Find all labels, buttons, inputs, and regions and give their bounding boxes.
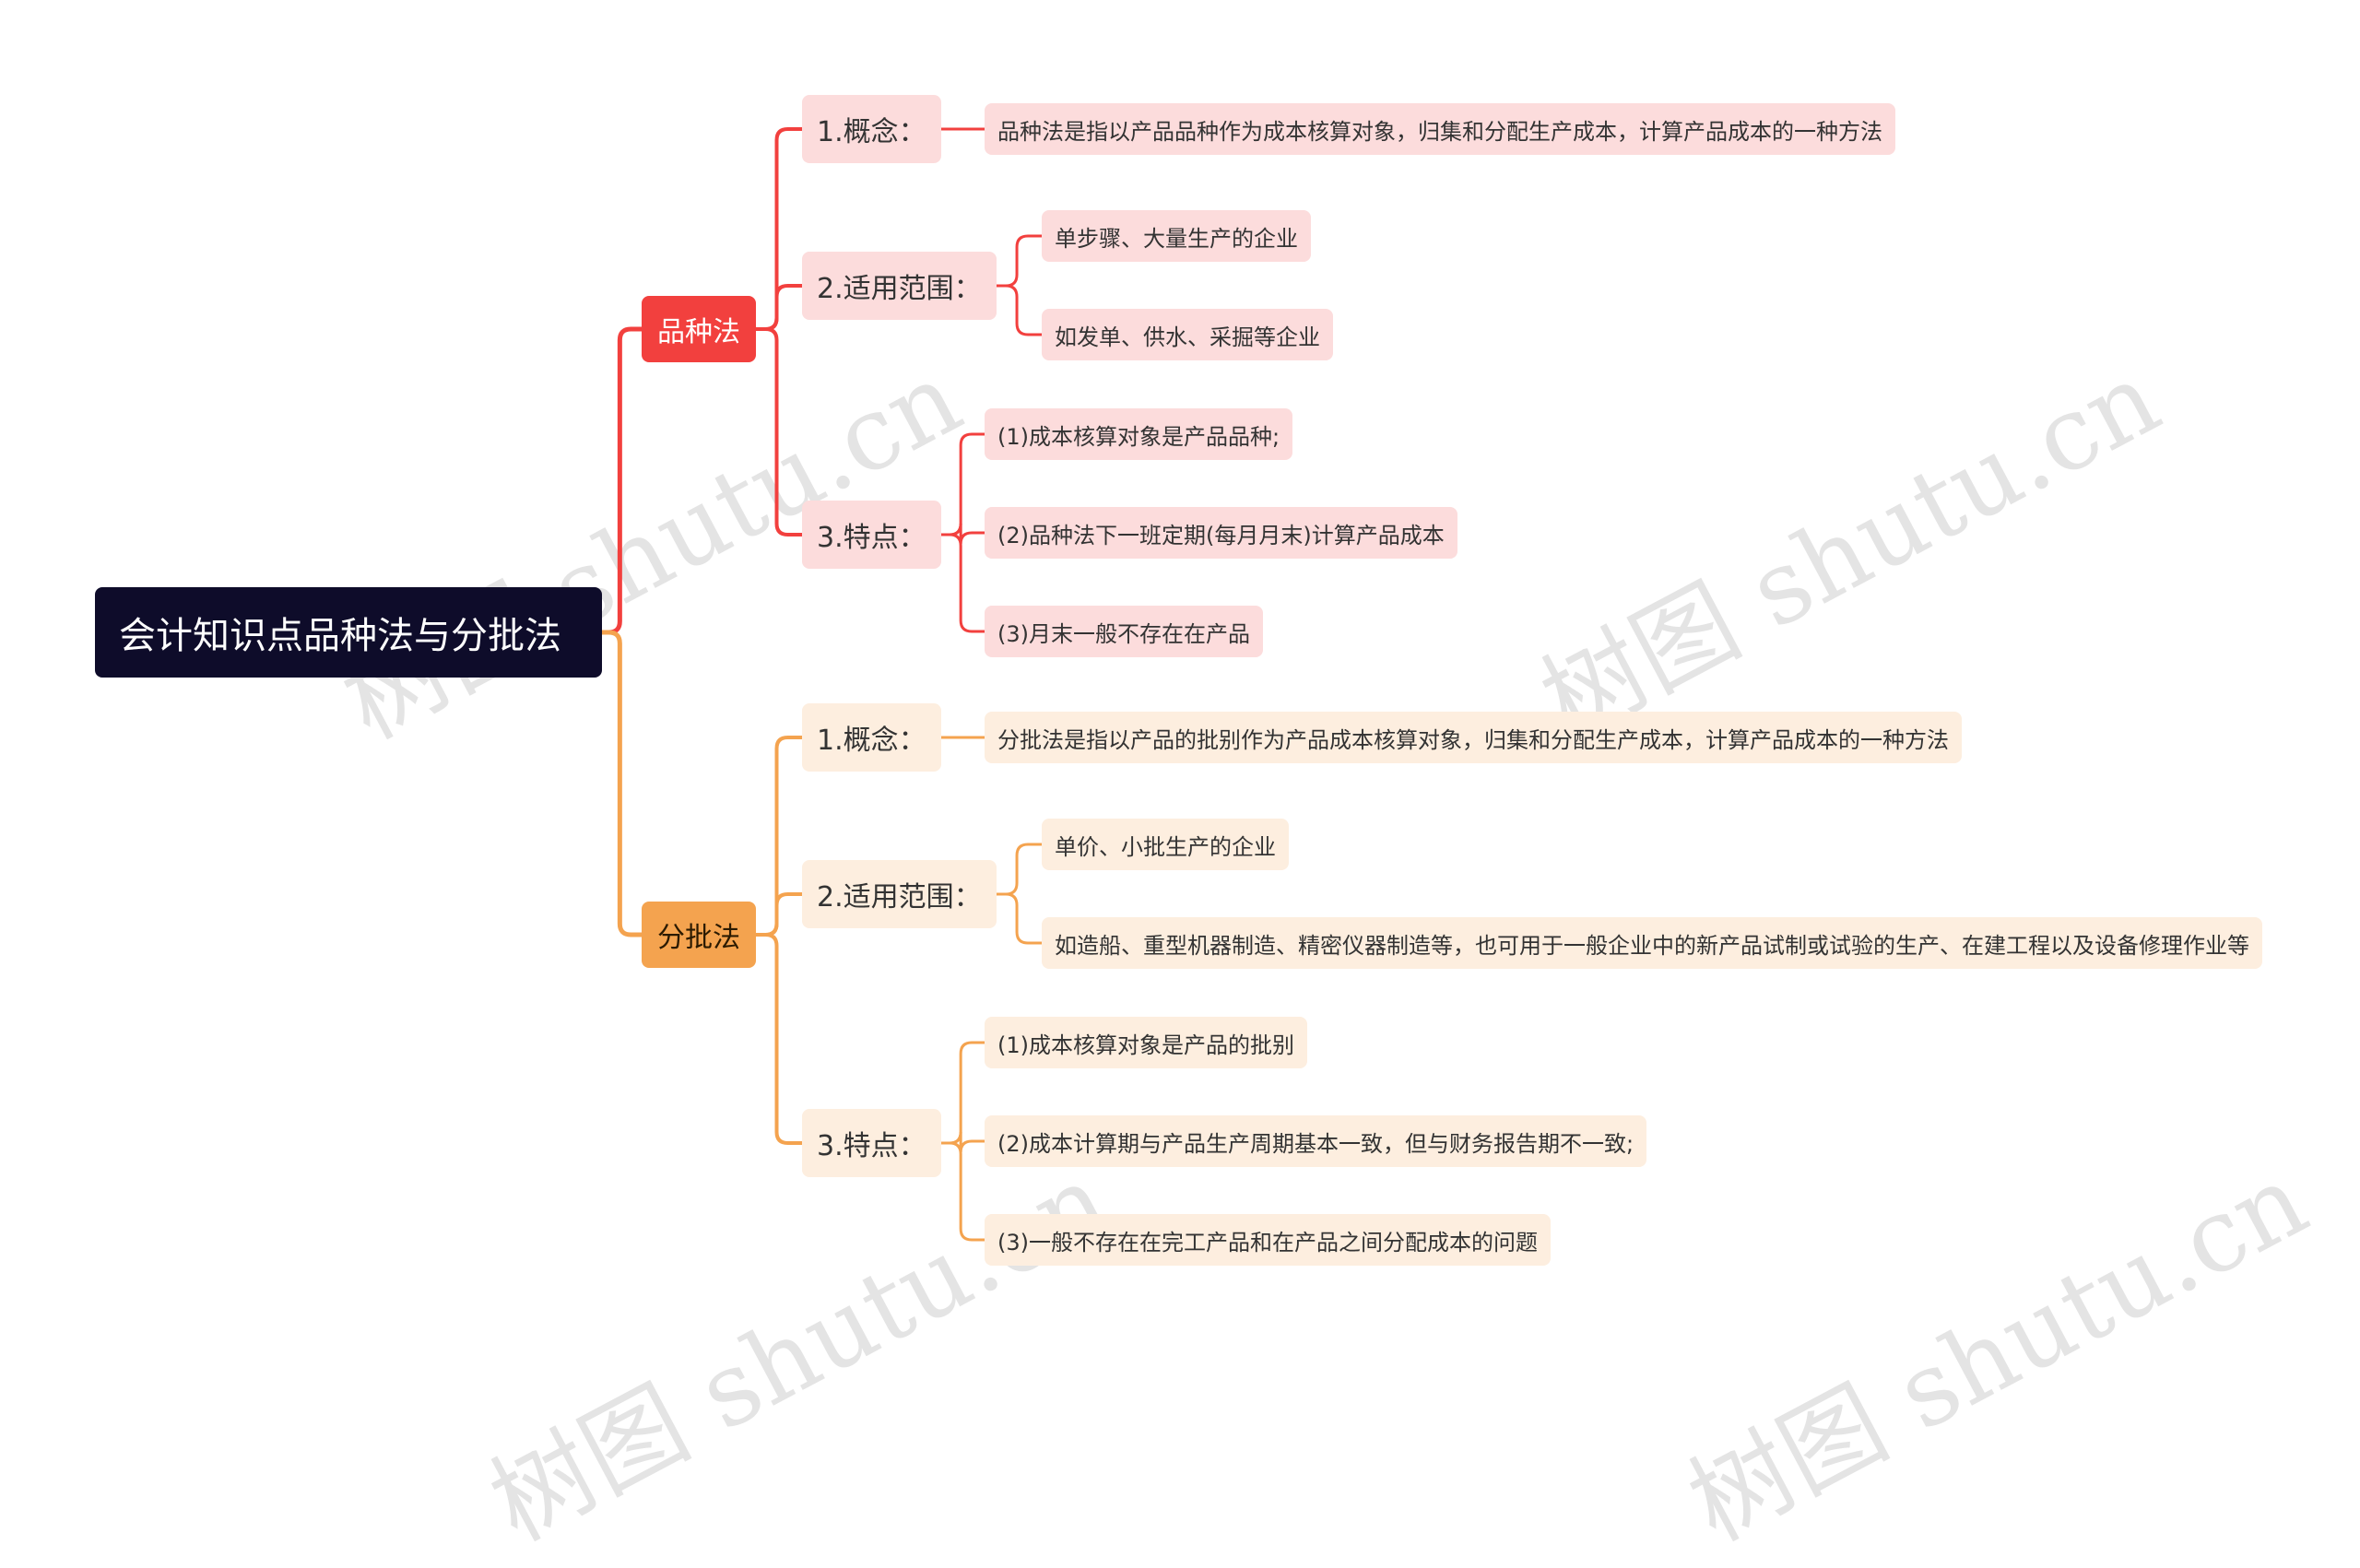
- connector-batch-feature-3: [939, 1141, 986, 1242]
- connector-batch-concept: [754, 736, 804, 937]
- branch-batch-method[interactable]: 分批法: [642, 902, 756, 968]
- batch-feature-3[interactable]: (3)一般不存在在完工产品和在产品之间分配成本的问题: [985, 1214, 1551, 1266]
- leaf-label: (3)一般不存在在完工产品和在产品之间分配成本的问题: [997, 1229, 1538, 1256]
- batch-features-topic[interactable]: 3.特点：: [802, 1109, 941, 1177]
- root-topic[interactable]: 会计知识点品种法与分批法: [95, 587, 602, 678]
- subtopic-label: 3.特点：: [817, 1130, 926, 1162]
- connector-batch-features: [754, 933, 804, 1145]
- batch-scope-topic[interactable]: 2.适用范围：: [802, 860, 997, 928]
- leaf-label: 分批法是指以产品的批别作为产品成本核算对象，归集和分配生产成本，计算产品成本的一…: [997, 726, 1949, 753]
- connector-root-batch: [599, 630, 644, 937]
- connector-variety-feature-1: [939, 432, 986, 536]
- subtopic-label: 1.概念：: [817, 116, 926, 148]
- connector-root-variety: [599, 326, 644, 635]
- root-title: 会计知识点品种法与分批法: [119, 615, 561, 657]
- connector-variety-scope-2: [995, 284, 1044, 336]
- branch-variety-method[interactable]: 品种法: [642, 296, 756, 362]
- branch-label: 分批法: [657, 922, 740, 954]
- connector-variety-concept: [754, 127, 804, 331]
- variety-scope-item-1[interactable]: 单步骤、大量生产的企业: [1042, 210, 1311, 262]
- variety-feature-2[interactable]: (2)品种法下一班定期(每月月末)计算产品成本: [985, 507, 1457, 559]
- branch-label: 品种法: [657, 316, 740, 348]
- variety-feature-1[interactable]: (1)成本核算对象是产品品种;: [985, 408, 1293, 460]
- subtopic-label: 2.适用范围：: [817, 881, 982, 914]
- variety-concept-text[interactable]: 品种法是指以产品品种作为成本核算对象，归集和分配生产成本，计算产品成本的一种方法: [985, 103, 1895, 155]
- leaf-label: (2)品种法下一班定期(每月月末)计算产品成本: [997, 522, 1445, 548]
- batch-feature-2[interactable]: (2)成本计算期与产品生产周期基本一致，但与财务报告期不一致;: [985, 1115, 1647, 1167]
- leaf-label: (3)月末一般不存在在产品: [997, 620, 1250, 647]
- leaf-label: 如发单、供水、采掘等企业: [1055, 324, 1320, 350]
- subtopic-label: 3.特点：: [817, 522, 926, 554]
- connector-batch-scope-2: [995, 892, 1044, 945]
- leaf-label: (1)成本核算对象是产品的批别: [997, 1032, 1294, 1058]
- leaf-label: 如造船、重型机器制造、精密仪器制造等，也可用于一般企业中的新产品试制或试验的生产…: [1055, 932, 2249, 959]
- batch-scope-item-1[interactable]: 单价、小批生产的企业: [1042, 819, 1289, 870]
- leaf-label: 单价、小批生产的企业: [1055, 833, 1276, 860]
- connector-batch-scope-1: [995, 843, 1044, 896]
- variety-scope-topic[interactable]: 2.适用范围：: [802, 252, 997, 320]
- connector-variety-scope-1: [995, 234, 1044, 288]
- variety-feature-3[interactable]: (3)月末一般不存在在产品: [985, 606, 1263, 657]
- subtopic-label: 1.概念：: [817, 725, 926, 757]
- variety-scope-item-2[interactable]: 如发单、供水、采掘等企业: [1042, 309, 1333, 360]
- batch-concept-text[interactable]: 分批法是指以产品的批别作为产品成本核算对象，归集和分配生产成本，计算产品成本的一…: [985, 712, 1962, 763]
- connector-batch-feature-1: [939, 1041, 986, 1145]
- leaf-label: 单步骤、大量生产的企业: [1055, 225, 1298, 252]
- batch-scope-item-2[interactable]: 如造船、重型机器制造、精密仪器制造等，也可用于一般企业中的新产品试制或试验的生产…: [1042, 917, 2262, 969]
- subtopic-label: 2.适用范围：: [817, 273, 982, 305]
- variety-features-topic[interactable]: 3.特点：: [802, 501, 941, 569]
- connector-variety-features: [754, 327, 804, 536]
- leaf-label: (2)成本计算期与产品生产周期基本一致，但与财务报告期不一致;: [997, 1130, 1634, 1157]
- connector-variety-feature-3: [939, 533, 986, 633]
- connector-batch-scope: [754, 892, 804, 937]
- leaf-label: 品种法是指以产品品种作为成本核算对象，归集和分配生产成本，计算产品成本的一种方法: [997, 118, 1882, 145]
- batch-feature-1[interactable]: (1)成本核算对象是产品的批别: [985, 1017, 1307, 1068]
- connector-lines: [599, 127, 1044, 1242]
- variety-concept-topic[interactable]: 1.概念：: [802, 95, 941, 163]
- batch-concept-topic[interactable]: 1.概念：: [802, 703, 941, 772]
- leaf-label: (1)成本核算对象是产品品种;: [997, 423, 1280, 450]
- connector-variety-scope: [754, 284, 804, 331]
